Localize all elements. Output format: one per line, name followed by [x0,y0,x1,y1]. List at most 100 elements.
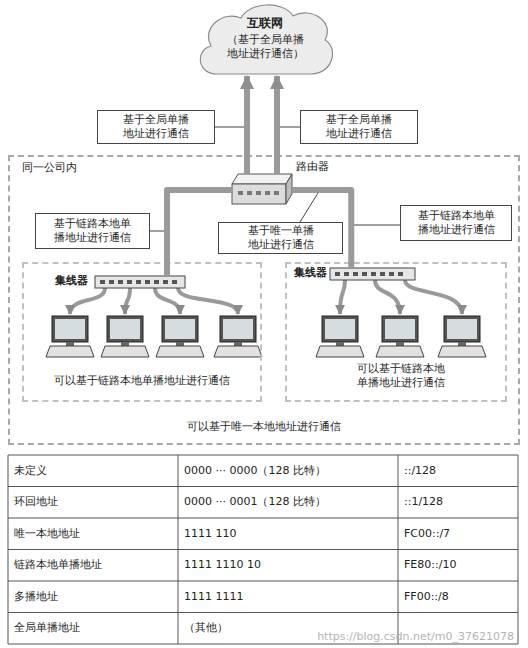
table-cell: 0000 ··· 0000（128 比特） [184,455,396,487]
hub-port [100,280,105,284]
table-cell: FE80::/10 [404,550,516,582]
callout-box: 基于全局单播地址进行通信 [300,110,418,144]
hub-link-arrow [70,288,105,314]
table-cell: 链路本地单播地址 [14,550,176,582]
leader-line [300,193,318,222]
table-cell: ::/128 [404,455,516,487]
table-cell: 环回地址 [14,487,176,519]
computer-monitor [162,316,198,342]
internet-cloud: 互联网（基于全局单播地址进行通信） [195,2,335,76]
computer-keyboard [438,346,486,357]
computer-icon [438,316,486,357]
table-rule [8,644,518,645]
node-text: 可以基于唯一本地地址进行通信 [8,420,520,434]
table-rule [8,549,518,550]
table-rule [518,455,519,644]
leader-line [354,225,400,226]
computer-icon [316,316,364,357]
computer-screen [110,319,140,339]
table-cell: 1111 1110 10 [184,550,396,582]
hub-port [362,272,367,276]
computer-keyboard [214,346,262,357]
callout-text: 基于链路本地单播地址进行通信 [36,214,149,248]
callout-text: 基于链路本地单播地址进行通信 [401,206,511,240]
computer-keyboard [101,346,149,357]
computer-icon [376,316,424,357]
leader-line [215,127,244,128]
link-band [292,190,351,268]
hub-body [95,276,185,288]
node-title: 路由器 [296,160,346,174]
table-rule [8,518,518,519]
router-device: 路由器 [232,174,292,206]
hub-link-arrow [155,288,180,314]
table-cell: 1111 1111 [184,581,396,613]
hub-port [136,280,141,284]
hub-device: 集线器 [95,276,185,288]
computer-screen [385,319,415,339]
hub-port [389,272,394,276]
computer-stand [458,342,466,346]
hub-link-arrow [125,288,130,314]
router-port [274,191,279,195]
table-cell: ::1/128 [404,487,516,519]
hub-link-arrow [340,280,345,314]
hub-port [398,272,403,276]
computer-icon [101,316,149,357]
hub-port [163,280,168,284]
router-port [238,191,243,195]
hub-port [335,272,340,276]
callout-text: 基于全局单播地址进行通信 [98,111,214,143]
router-side [286,174,292,204]
table-cell: FF00::/8 [404,581,516,613]
table-cell: FC00::/7 [404,518,516,550]
callout-text: 基于唯一单播地址进行通信 [219,223,342,253]
table-rule [8,455,518,456]
computer-screen [55,319,85,339]
computer-stand [396,342,404,346]
hub-port [353,272,358,276]
table-cell: 未定义 [14,455,176,487]
table-rule [8,612,518,613]
table-cell: 1111 110 [184,518,396,550]
computer-screen [223,319,253,339]
computer-stand [234,342,242,346]
node-title: 集线器 [55,274,93,288]
node-title: 互联网 [195,16,335,32]
computer-screen [165,319,195,339]
computer-monitor [107,316,143,342]
leader-line [150,231,164,232]
group-frame: 同一公司内可以基于唯一本地地址进行通信路由器基于链路本地单播地址进行通信基于唯一… [8,155,520,445]
node-title: 可以基于链路本地单播地址进行通信 [22,374,262,388]
callout-box: 基于链路本地单播地址进行通信 [35,213,150,249]
node-title: 同一公司内 [22,161,142,175]
watermark: https://blog.csdn.net/m0_37621078 [290,629,514,645]
computer-stand [176,342,184,346]
hub-link-arrow [375,280,400,314]
hub-link-arrow [178,288,238,314]
hub-port [380,272,385,276]
hub-port [154,280,159,284]
table-cell: 唯一本地地址 [14,518,176,550]
hub-port [344,272,349,276]
router-port [256,191,261,195]
group-frame: 可以基于链路本地单播地址进行通信集线器 [22,262,262,402]
computer-stand [66,342,74,346]
hub-port [109,280,114,284]
computer-icon [46,316,94,357]
computer-keyboard [46,346,94,357]
computer-stand [336,342,344,346]
hub-port [172,280,177,284]
hub-port [118,280,123,284]
hub-link-arrow [405,280,462,314]
callout-text: 基于全局单播地址进行通信 [301,111,417,143]
computer-stand [121,342,129,346]
table-rule [8,486,518,487]
computer-icon [156,316,204,357]
table-cell: 多播地址 [14,581,176,613]
computer-monitor [382,316,418,342]
link-band [274,76,280,174]
